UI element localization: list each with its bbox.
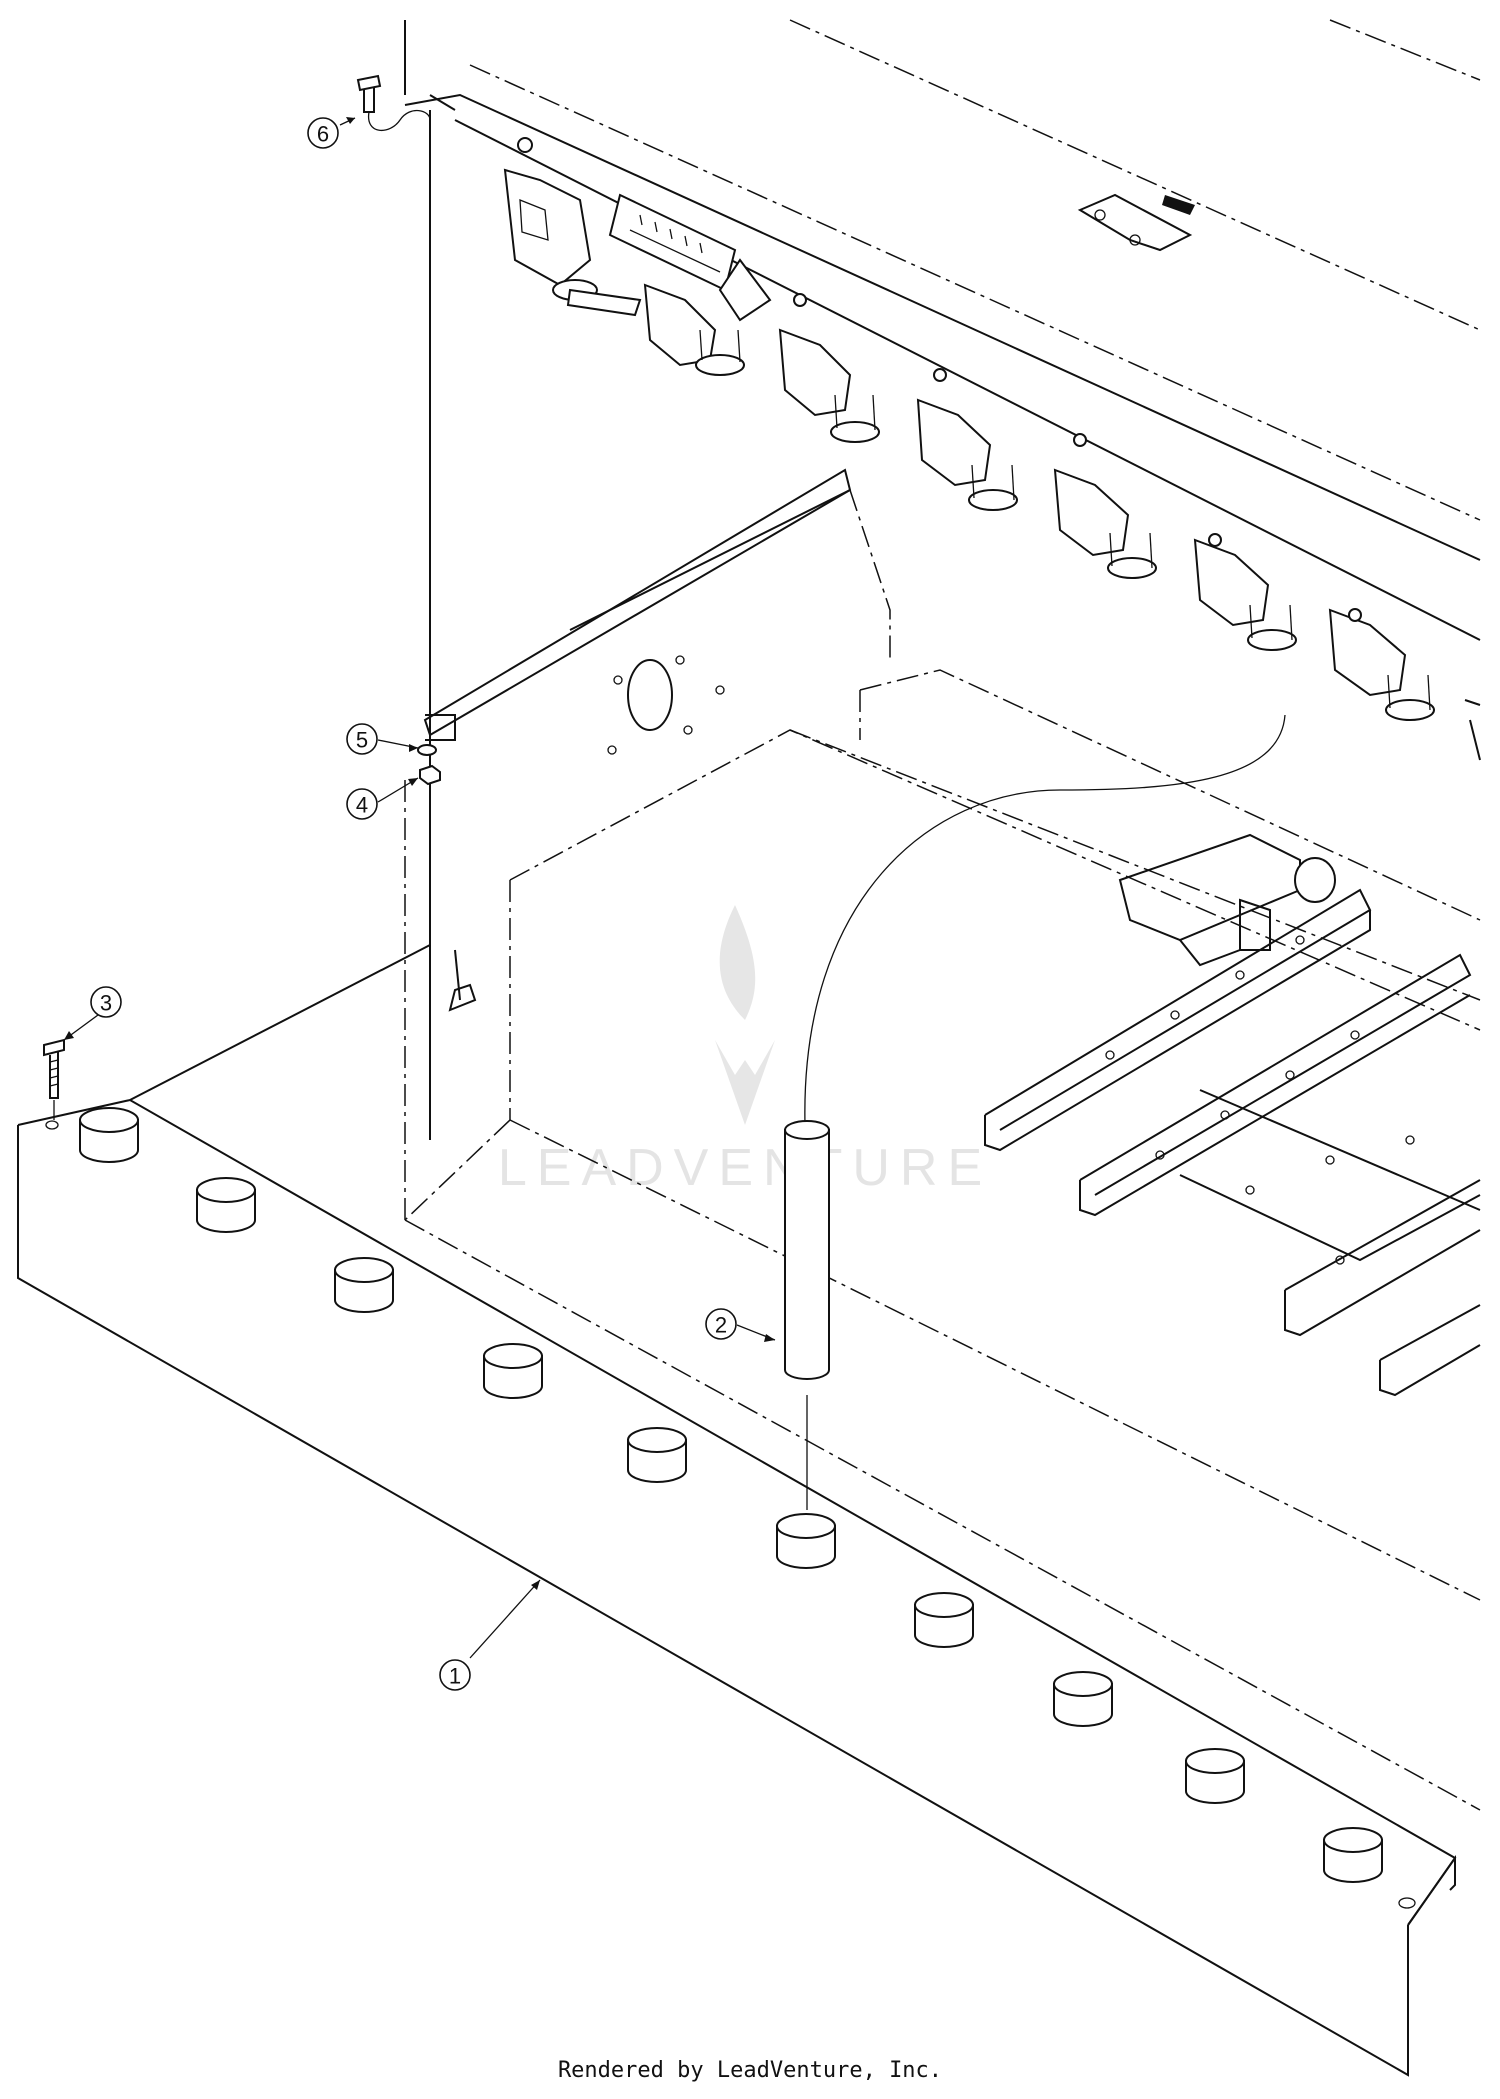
seed-meter [643,283,745,376]
bumpers [79,1107,1383,1883]
callout-1: 1 [439,1659,471,1691]
hopper-bolts [517,137,1362,622]
callout-3: 3 [90,986,122,1018]
watermark: LEADVENTURE [498,905,992,1197]
seed-box [404,669,1481,1811]
callout-6: 6 [307,117,339,149]
hopper-latch [1077,193,1195,252]
callout-3-label: 3 [100,991,112,1016]
callout-2: 2 [705,1308,737,1340]
seed-tube [784,1120,830,1510]
callout-2-label: 2 [715,1313,727,1338]
callout-leaders [63,117,776,1659]
bumper [196,1177,256,1233]
bumper [1053,1671,1113,1727]
mounting-plate [423,468,891,755]
seed-cable [804,714,1286,1126]
seed-meter [1464,699,1481,761]
seed-meter [1053,468,1157,579]
frame-rails [984,888,1481,1397]
seed-meters [503,168,1481,761]
seed-meter [1328,608,1435,721]
callout-1-label: 1 [449,1664,461,1689]
callout-6-label: 6 [317,122,329,147]
front-bar [17,944,1457,2077]
bumper [776,1513,836,1569]
bumper [79,1107,139,1163]
bumper [1185,1748,1245,1804]
callout-4: 4 [346,788,378,820]
callout-5-label: 5 [356,728,368,753]
washer-part-5 [417,744,437,756]
frame-centerlines [404,19,1481,521]
seed-meter [778,328,880,443]
bumper [914,1592,974,1648]
render-credit: Rendered by LeadVenture, Inc. [557,2058,943,2083]
bumper [334,1257,394,1313]
seed-meter [503,168,598,301]
seed-meter [916,398,1018,511]
bumper [483,1343,543,1399]
seed-rate-scale [566,193,772,322]
seed-meter [1193,538,1297,651]
left-bracket [404,110,456,1220]
hopper-panel [404,20,1481,641]
bumper [627,1427,687,1483]
nut-part-4 [419,764,441,786]
watermark-flame-icon [715,905,775,1125]
bolt-part-6 [356,74,431,132]
callout-4-label: 4 [356,793,368,818]
screw-part-3 [43,1038,65,1120]
bumper [1323,1827,1383,1883]
drive-arm [1118,833,1336,967]
callout-5: 5 [346,723,378,755]
watermark-text: LEADVENTURE [498,1139,992,1197]
